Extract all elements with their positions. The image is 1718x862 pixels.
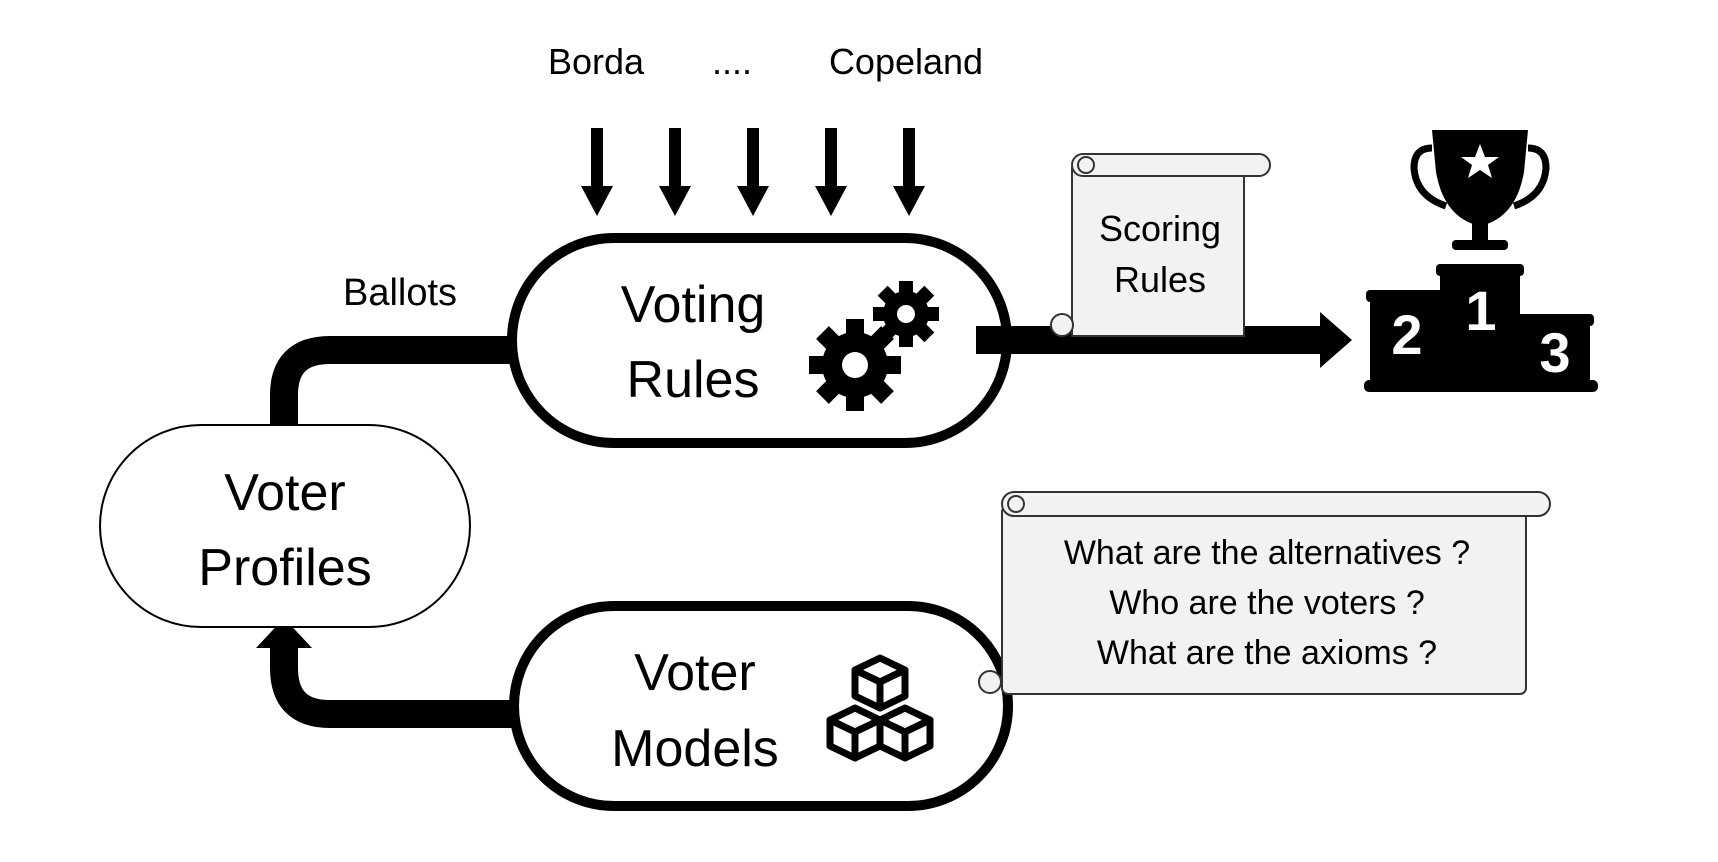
models-arrow [270, 645, 565, 728]
scoring-rules-line1: Scoring [1099, 208, 1221, 249]
trophy-icon [1410, 130, 1550, 250]
method-label-borda: Borda [548, 41, 645, 82]
method-label-copeland: Copeland [829, 41, 983, 82]
question-alternatives: What are the alternatives ? [1064, 534, 1470, 572]
podium-second: 2 [1391, 303, 1422, 366]
question-voters: Who are the voters ? [1109, 584, 1425, 622]
voter-profiles-line1: Voter [224, 464, 345, 522]
method-arrow [659, 128, 691, 216]
voter-models-node [509, 601, 1013, 811]
voter-models-line1: Voter [634, 644, 755, 702]
method-arrow [893, 128, 925, 216]
scroll-icon [1050, 153, 1271, 337]
voting-rules-line1: Voting [621, 276, 766, 334]
scoring-rules-line2: Rules [1114, 259, 1206, 300]
voting-rules-node [507, 233, 1012, 448]
ballots-arrow [270, 336, 542, 432]
podium [1364, 264, 1598, 392]
podium-first: 1 [1465, 279, 1496, 342]
method-label-ellipsis: .... [712, 41, 752, 82]
method-arrows [581, 128, 925, 216]
models-arrowhead [256, 618, 312, 648]
cubes-icon [826, 654, 934, 762]
voter-models-line2: Models [611, 720, 779, 778]
voting-rules-line2: Rules [627, 351, 760, 409]
question-axioms: What are the axioms ? [1097, 634, 1437, 672]
podium-third: 3 [1539, 321, 1570, 384]
method-arrow [815, 128, 847, 216]
questions-scroll [978, 491, 1551, 695]
voter-profiles-node [99, 424, 471, 628]
voter-profiles-line2: Profiles [198, 539, 371, 597]
method-arrow [737, 128, 769, 216]
ballots-label: Ballots [343, 272, 457, 314]
output-arrowhead [1320, 312, 1352, 368]
gears-icon [809, 281, 939, 411]
method-arrow [581, 128, 613, 216]
